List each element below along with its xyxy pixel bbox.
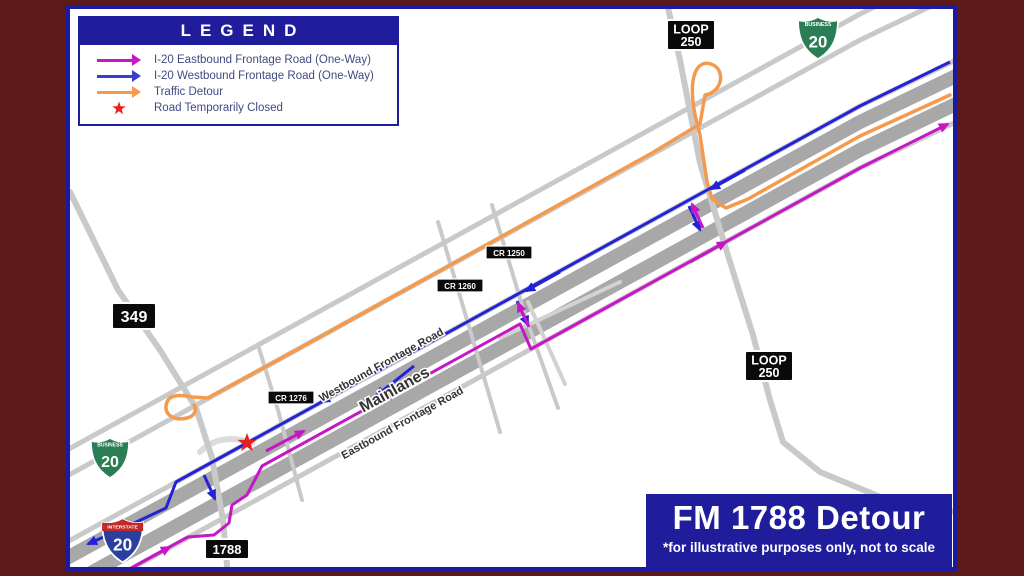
road-closed-star-icon bbox=[237, 433, 257, 452]
legend-item-label: Road Temporarily Closed bbox=[154, 102, 283, 114]
sign-line2: 250 bbox=[759, 366, 780, 380]
shield-number: 20 bbox=[113, 534, 132, 554]
shield-number: 20 bbox=[101, 454, 119, 471]
eastbound-crossover-bar bbox=[690, 202, 705, 229]
westbound-crossover-branch bbox=[374, 364, 415, 398]
eastbound-arrow bbox=[265, 429, 306, 453]
legend-title: LEGEND bbox=[80, 18, 397, 45]
sign-text: CR 1260 bbox=[444, 282, 476, 291]
legend-item-label: I-20 Eastbound Frontage Road (One-Way) bbox=[154, 54, 371, 66]
sign-text: CR 1276 bbox=[275, 394, 307, 403]
westbound-mainlanes bbox=[70, 69, 953, 565]
shield-number: 20 bbox=[809, 33, 828, 52]
eastbound-arrow bbox=[359, 390, 398, 414]
closed-star-icon bbox=[84, 100, 154, 116]
eastbound-arrow bbox=[689, 240, 728, 264]
westbound-arrow bbox=[709, 168, 746, 191]
eastbound-frontage-line bbox=[130, 122, 950, 567]
sign-line1: LOOP bbox=[673, 23, 708, 37]
eastbound-mainlanes bbox=[87, 97, 953, 567]
loop250-road bbox=[665, 9, 953, 515]
cr-1276-sign: CR 1276 bbox=[267, 390, 315, 405]
cr-1260-sign: CR 1260 bbox=[436, 278, 484, 293]
westbound-crossover-bar bbox=[202, 474, 217, 501]
business-i20-shield-northeast: BUSINESS 20 bbox=[797, 16, 839, 60]
detour-arrow-icon bbox=[84, 86, 154, 98]
eastbound-arrow-icon bbox=[84, 54, 154, 66]
eastbound-main-line bbox=[130, 122, 950, 567]
side-road-b bbox=[526, 300, 567, 386]
business-i20-shield-southwest: BUSINESS 20 bbox=[90, 437, 130, 479]
eastbound-crossover-bar bbox=[516, 301, 531, 328]
map-disclaimer: *for illustrative purposes only, not to … bbox=[662, 540, 936, 555]
westbound-arrow bbox=[319, 381, 356, 404]
legend: LEGEND I-20 Eastbound Frontage Road (One… bbox=[78, 16, 399, 126]
loop-250-sign-top: LOOP 250 bbox=[666, 19, 716, 51]
legend-item-label: Traffic Detour bbox=[154, 86, 224, 98]
map-title: FM 1788 Detour bbox=[672, 499, 926, 536]
sign-text: 349 bbox=[121, 309, 148, 326]
legend-item-detour: Traffic Detour bbox=[84, 84, 393, 100]
legend-item-eastbound: I-20 Eastbound Frontage Road (One-Way) bbox=[84, 52, 393, 68]
eastbound-arrow bbox=[134, 545, 172, 567]
westbound-arrow-icon bbox=[84, 70, 154, 82]
westbound-crossover-bar bbox=[687, 205, 702, 232]
shield-banner: BUSINESS bbox=[805, 22, 832, 28]
map-frame: BUSINESS 20 BUSINESS 20 INTERSTATE 20 LO… bbox=[66, 5, 957, 571]
side-road-a bbox=[498, 280, 622, 340]
detour-map-canvas: BUSINESS 20 BUSINESS 20 INTERSTATE 20 LO… bbox=[70, 9, 953, 567]
map-title-box: FM 1788 Detour *for illustrative purpose… bbox=[646, 494, 952, 567]
sign-text: CR 1250 bbox=[493, 249, 525, 258]
legend-item-westbound: I-20 Westbound Frontage Road (One-Way) bbox=[84, 68, 393, 84]
westbound-arrow bbox=[524, 270, 561, 293]
outer-parallel-road bbox=[70, 9, 876, 452]
sign-text: 1788 bbox=[213, 542, 242, 557]
sign-line1: LOOP bbox=[751, 354, 786, 368]
sh-349-sign: 349 bbox=[111, 302, 157, 330]
legend-item-closed: Road Temporarily Closed bbox=[84, 100, 393, 116]
sign-line2: 250 bbox=[681, 35, 702, 49]
loop-250-sign-right: LOOP 250 bbox=[744, 350, 794, 382]
legend-items: I-20 Eastbound Frontage Road (One-Way) I… bbox=[80, 45, 397, 124]
cr-1250-sign: CR 1250 bbox=[485, 245, 533, 260]
cr1260-road bbox=[436, 220, 502, 434]
legend-item-label: I-20 Westbound Frontage Road (One-Way) bbox=[154, 70, 374, 82]
fm-1788-sign: 1788 bbox=[204, 538, 250, 560]
interstate-20-shield: INTERSTATE 20 bbox=[101, 518, 144, 564]
shield-banner: BUSINESS bbox=[97, 443, 123, 449]
shield-banner: INTERSTATE bbox=[107, 524, 138, 530]
traffic-detour-route bbox=[164, 61, 952, 421]
detour-path bbox=[164, 61, 952, 421]
